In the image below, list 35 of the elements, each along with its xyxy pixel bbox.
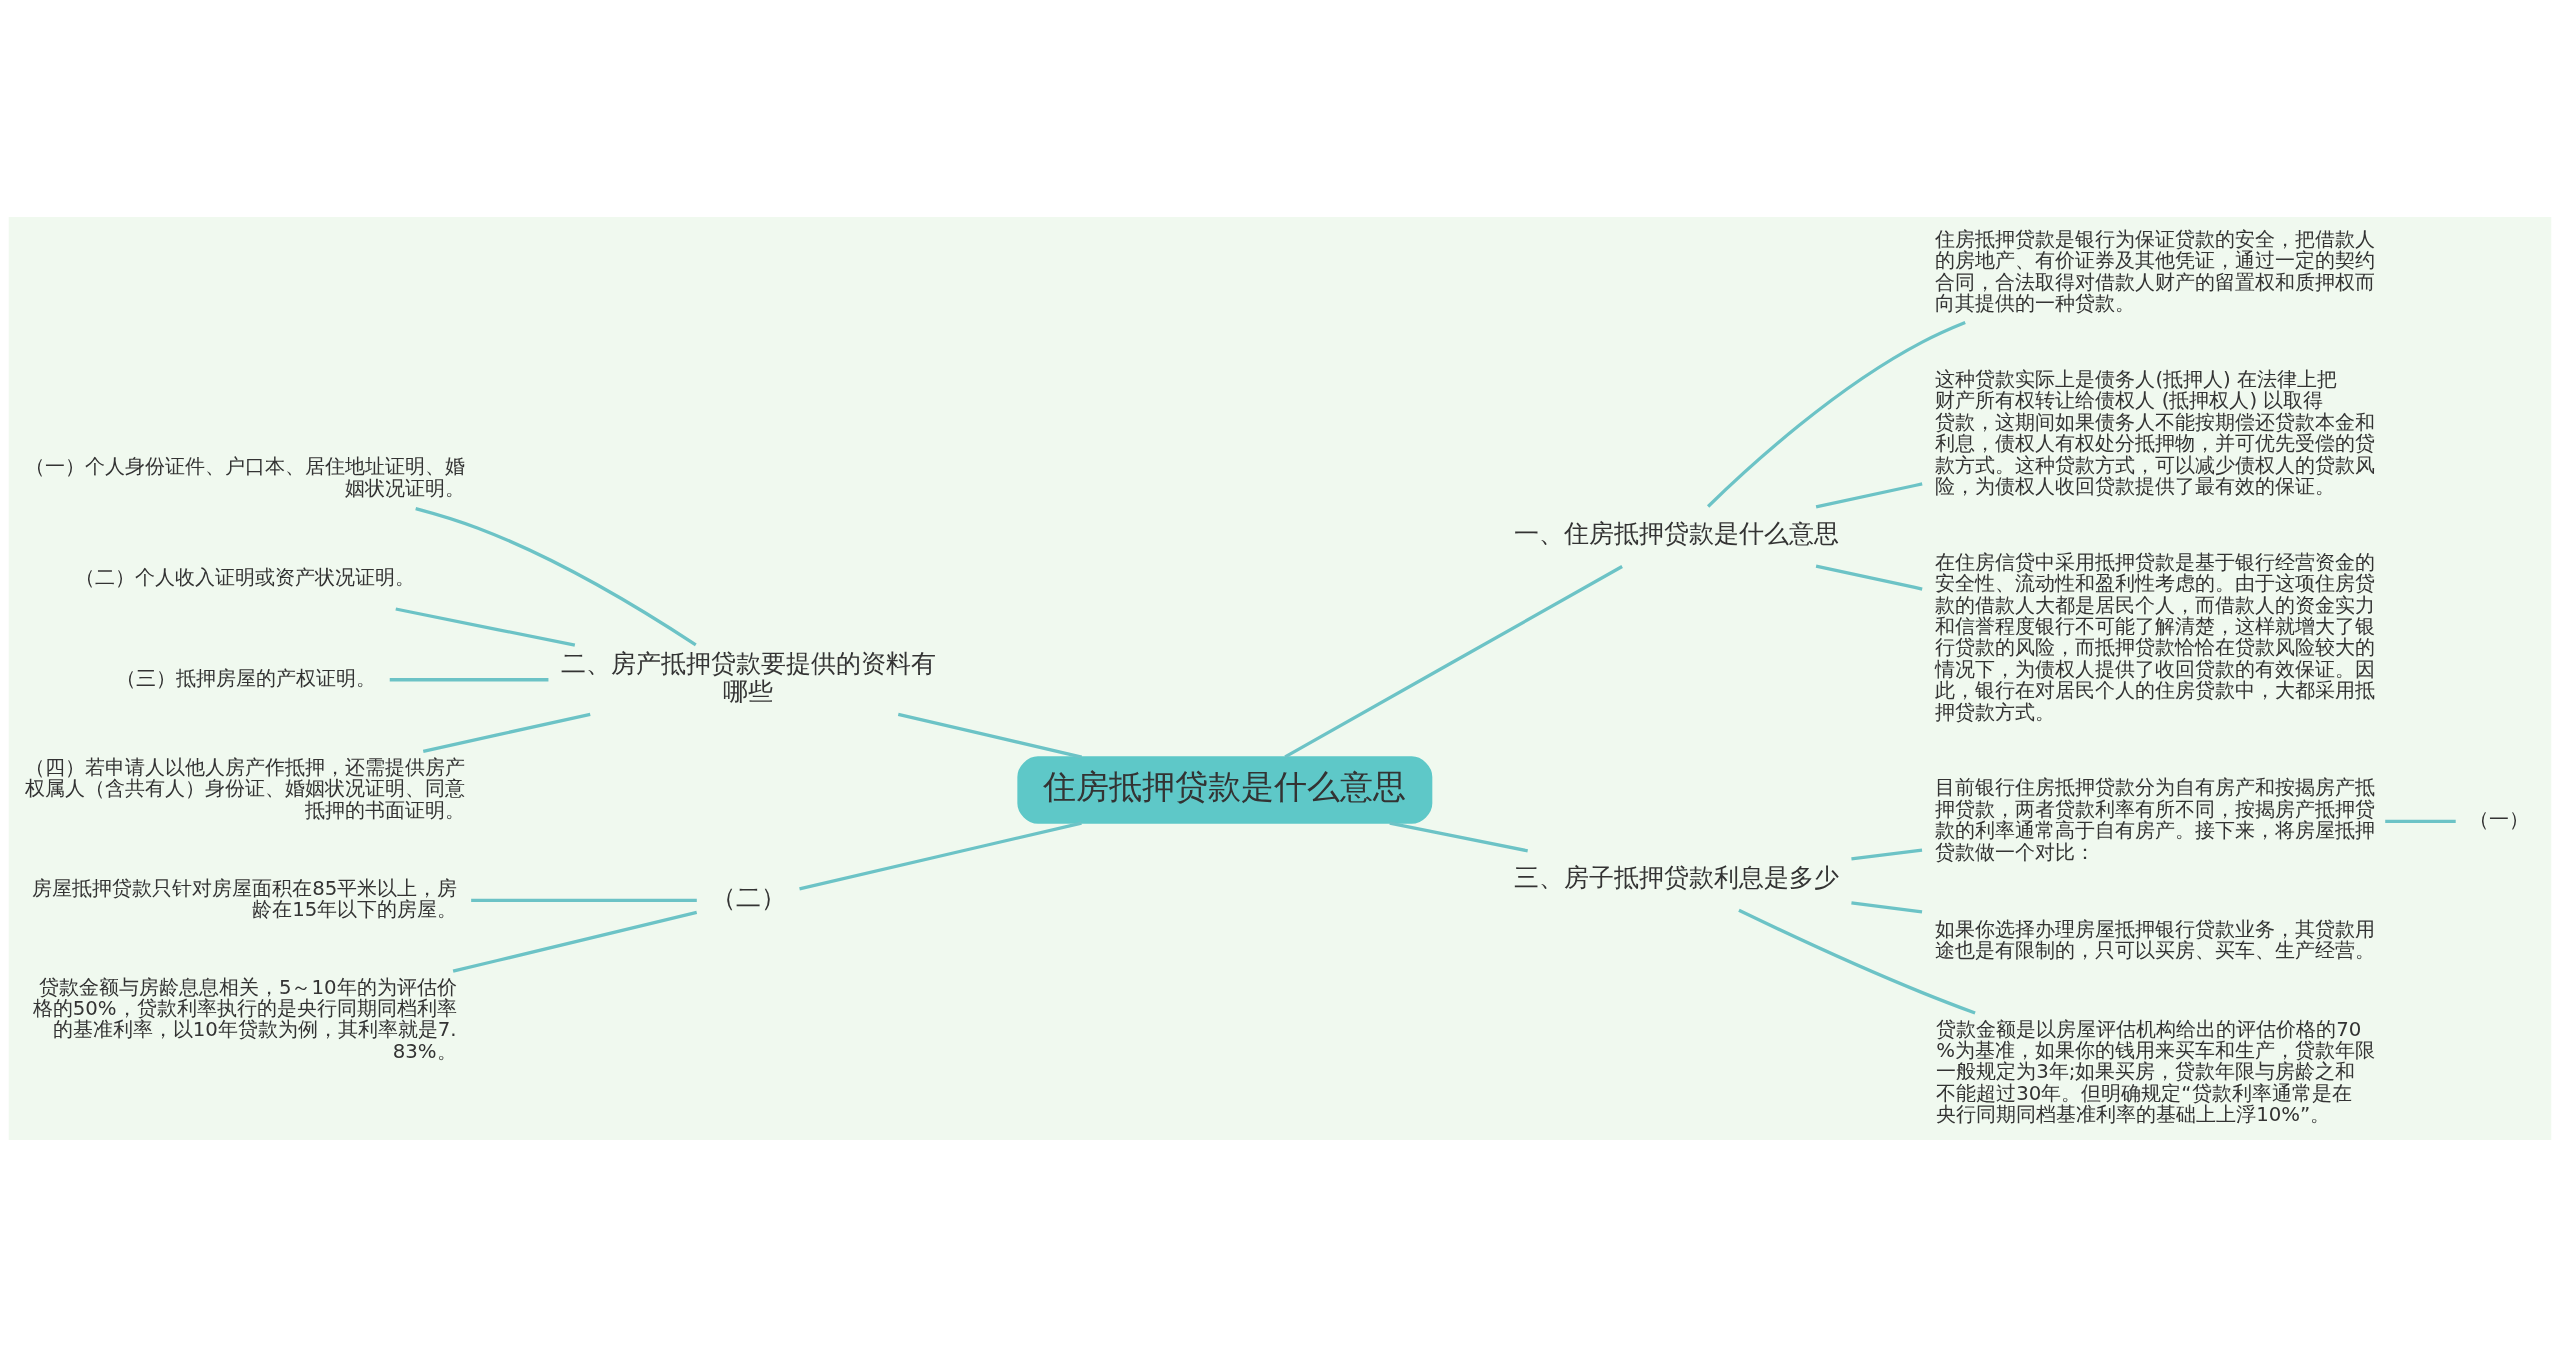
node-text: 二、房产抵押贷款要提供的资料有哪些 <box>560 648 936 706</box>
node-text: （一）个人身份证件、户口本、居住地址证明、婚姻状况证明。 <box>24 455 465 500</box>
connector <box>1815 482 1923 509</box>
connector <box>389 678 549 682</box>
connector <box>1706 321 1966 508</box>
connector <box>1815 564 1923 591</box>
node-text: （二）个人收入证明或资产状况证明。 <box>75 566 416 590</box>
connector <box>1851 848 1923 861</box>
connector <box>1389 821 1528 853</box>
node-text: （二） <box>710 883 786 913</box>
connector <box>422 712 591 753</box>
node-text: （一） <box>2468 808 2529 832</box>
node-text: （三）抵押房屋的产权证明。 <box>115 666 376 690</box>
node-text: 贷款金额是以房屋评估机构给出的评估价格的70%为基准，如果你的钱用来买车和生产，贷款年限一般规定为3年;如果买房，贷款年限与房龄之和不能超过30年。但明确规定“贷款利率通常是在央行同期同档基准利率的基础上上浮10%”。 <box>1936 1017 2376 1127</box>
node-text: （四）若申请人以他人房产作抵押，还需提供房产权属人（含共有人）身份证、婚姻状况证明、同意抵押的书面证明。 <box>24 755 465 822</box>
node-text: 房屋抵押贷款只针对房屋面积在85平米以上，房龄在15年以下的房屋。 <box>32 876 458 922</box>
connector <box>1738 908 1976 1015</box>
connector <box>452 910 698 973</box>
connector <box>799 821 1082 891</box>
node-text: 住房抵押贷款是银行为保证贷款的安全，把借款人的房地产、有价证券及其他凭证，通过一定的契约合同，合法取得对借款人财产的留置权和质押权而向其提供的一种贷款。 <box>1935 227 2376 316</box>
node-text: 目前银行住房抵押贷款分为自有房产和按揭房产抵押贷款，两者贷款利率有所不同，按揭房产抵押贷款的利率通常高于自有房产。接下来，将房屋抵押贷款做一个对比： <box>1935 776 2376 864</box>
node-text: 如果你选择办理房屋抵押银行贷款业务，其贷款用途也是有限制的，只可以买房、买车、生产经营。 <box>1935 917 2376 963</box>
connector <box>897 712 1083 759</box>
connector <box>471 898 697 903</box>
connector <box>1851 901 1923 914</box>
node-text: 一、住房抵押贷款是什么意思 <box>1514 519 1840 549</box>
connector <box>395 607 576 647</box>
node-text: 在住房信贷中采用抵押贷款是基于银行经营资金的安全性、流动性和盈利性考虑的。由于这项住房贷款的借款人大都是居民个人，而借款人的资金实力和信誉程度银行不可能了解清楚，这样就增大了银行贷款的风险，而抵押贷款恰恰在贷款风险较大的情况下，为债权人提供了收回贷款的有效保证。因此，银行在对居民个人的住房贷款中，大都采用抵押贷款方式。 <box>1935 550 2376 724</box>
node-box: 住房抵押贷款是什么意思 <box>1017 756 1433 824</box>
connector <box>415 507 697 647</box>
connector <box>1284 565 1623 759</box>
connector <box>2385 819 2456 823</box>
node-text: 贷款金额与房龄息息相关，5～10年的为评估价格的50%，贷款利率执行的是央行同期同档利率的基准利率，以10年贷款为例，其利率就是7.83%。 <box>32 975 457 1063</box>
node-text: 这种贷款实际上是债务人(抵押人) 在法律上把财产所有权转让给债权人 (抵押权人) 以取得贷款，这期间如果债务人不能按期偿还贷款本金和利息，债权人有权处分抵押物，并可优先受偿的贷款方式。这种贷款方式，可以减少债权人的贷款风险，为债权人收回贷款提供了最有效的保证。 <box>1935 367 2376 498</box>
node-text: 三、房子抵押贷款利息是多少 <box>1514 863 1840 893</box>
